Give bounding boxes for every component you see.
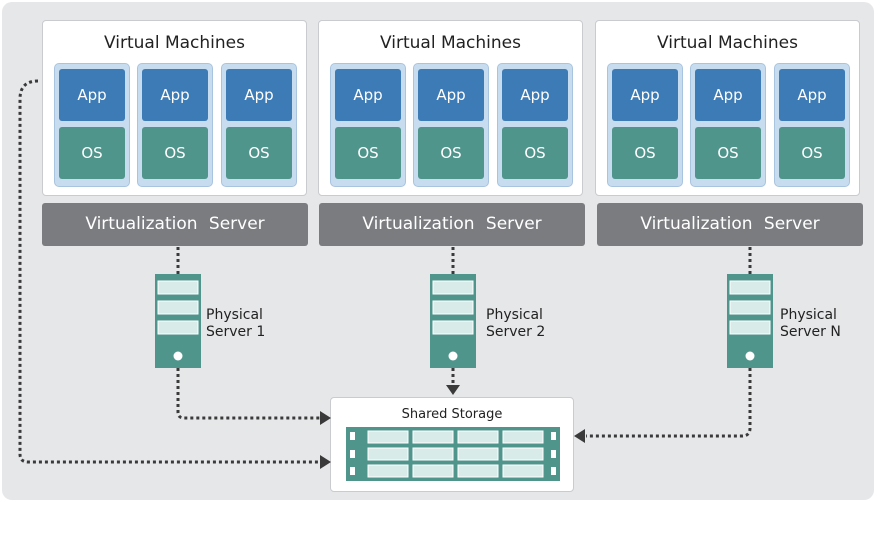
app-block: App (59, 69, 125, 121)
vm-group-title: Virtual Machines (380, 33, 521, 53)
physical-server-n-icon (726, 273, 774, 369)
virtual-machine: App OS (607, 63, 683, 187)
app-block: App (695, 69, 761, 121)
app-block: App (502, 69, 568, 121)
physical-server-label-line1: Physical (486, 307, 543, 323)
arrow-down-icon (446, 385, 460, 395)
storage-array-icon (346, 427, 560, 481)
shared-storage-title: Shared Storage (401, 407, 503, 422)
physical-server-label: Physical Server 1 (206, 307, 265, 341)
app-block: App (142, 69, 208, 121)
arrow-heads (320, 385, 585, 469)
os-block: OS (142, 127, 208, 179)
arrow-right-icon (320, 411, 331, 425)
virtual-machine: App OS (690, 63, 766, 187)
app-block: App (335, 69, 401, 121)
app-block: App (226, 69, 292, 121)
virtual-machine: App OS (221, 63, 297, 187)
os-block: OS (335, 127, 401, 179)
virtual-machine: App OS (413, 63, 489, 187)
os-block: OS (418, 127, 484, 179)
vm-group-3: Virtual Machines App OS App OS App OS (595, 20, 860, 196)
physical-server-2-icon (429, 273, 477, 369)
virtualization-server-bar: Virtualization Server (597, 203, 863, 246)
virtual-machine: App OS (774, 63, 850, 187)
app-block: App (418, 69, 484, 121)
os-block: OS (779, 127, 845, 179)
virtualization-server-bar: Virtualization Server (319, 203, 585, 246)
virtualization-server-bar: Virtualization Server (42, 203, 308, 246)
os-block: OS (695, 127, 761, 179)
physical-server-label-line2: Server N (780, 324, 841, 340)
physical-server-label-line2: Server 2 (486, 324, 546, 340)
virtual-machine: App OS (137, 63, 213, 187)
arrow-right-icon (320, 455, 331, 469)
arrow-left-icon (574, 429, 585, 443)
physical-server-label: Physical Server 2 (486, 307, 545, 341)
physical-server-label-line1: Physical (206, 307, 263, 323)
os-block: OS (59, 127, 125, 179)
virtual-machine: App OS (54, 63, 130, 187)
vm-group-2: Virtual Machines App OS App OS App OS (318, 20, 583, 196)
virtual-machine: App OS (330, 63, 406, 187)
physical-server-label: Physical Server N (780, 307, 841, 341)
physical-server-label-line2: Server 1 (206, 324, 266, 340)
physical-server-1-icon (154, 273, 202, 369)
vm-group-title: Virtual Machines (104, 33, 245, 53)
os-block: OS (502, 127, 568, 179)
vm-group-1: Virtual Machines App OS App OS App OS (42, 20, 307, 196)
os-block: OS (612, 127, 678, 179)
physical-server-label-line1: Physical (780, 307, 837, 323)
vm-group-title: Virtual Machines (657, 33, 798, 53)
app-block: App (779, 69, 845, 121)
os-block: OS (226, 127, 292, 179)
app-block: App (612, 69, 678, 121)
virtual-machine: App OS (497, 63, 573, 187)
connector-lines (18, 79, 752, 464)
